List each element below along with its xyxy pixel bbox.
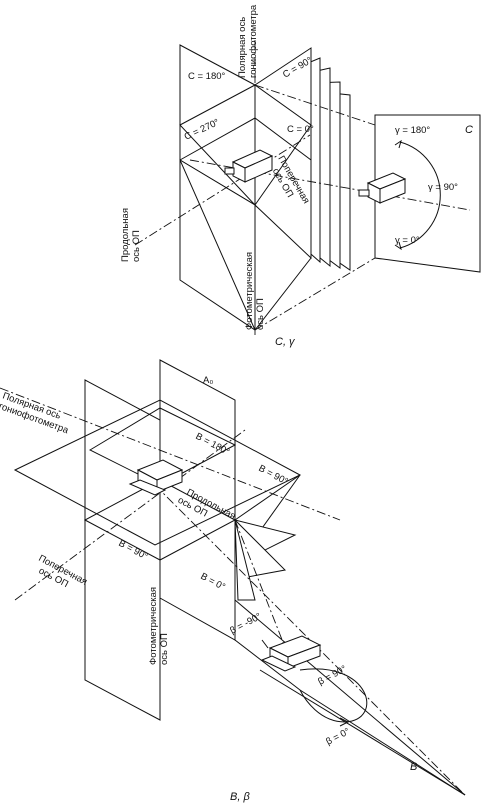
beta-arc <box>299 668 368 723</box>
c-gamma-figure <box>134 40 481 335</box>
bottom-polar-axis-line <box>0 387 341 521</box>
top-polar-axis-label: Полярная ось гониофотометра <box>237 4 259 78</box>
label-beta-90: β = 90° <box>316 663 348 687</box>
label-gamma-0: γ = 0° <box>395 235 420 246</box>
label-c180: C = 180° <box>188 71 226 82</box>
plane-b-top <box>88 407 237 486</box>
bottom-projection-line <box>154 484 466 796</box>
top-longitudinal-axis-label: Продольная ось ОП <box>120 205 142 262</box>
label-c0: C = 0° <box>287 124 314 135</box>
gamma-arc-arrow-top <box>394 139 402 149</box>
luminaire-bottom-right <box>260 635 322 672</box>
label-beta-0: β = 0° <box>324 726 352 748</box>
plane-b-rotated-edge <box>259 669 466 796</box>
b-beta-figure <box>0 359 466 796</box>
b-fan-4 <box>234 519 256 601</box>
bottom-polar-axis-label: Полярная ось гониофотометра <box>0 390 74 436</box>
luminaire-right <box>358 172 407 204</box>
c-plane-rotated <box>374 114 481 273</box>
caption-c-gamma: C, γ <box>275 336 296 348</box>
label-a0: A₀ <box>203 375 213 386</box>
label-gamma-90: γ = 90° <box>428 182 458 193</box>
plane-b-rotated <box>234 598 466 796</box>
bottom-transverse-axis-line <box>14 429 246 601</box>
longitudinal-axis-line <box>134 134 311 246</box>
label-plane-b: B <box>410 761 417 773</box>
gamma-arc <box>399 141 441 249</box>
c-plane-c270-c0 <box>179 84 312 206</box>
c-plane-front <box>179 117 312 331</box>
luminaire-bottom-center <box>128 459 184 496</box>
projection-line-top <box>254 84 376 126</box>
plane-b-left <box>84 379 161 721</box>
beta-arrow-up <box>261 639 269 649</box>
gamma-arc-arrow-bottom <box>394 241 402 251</box>
projection-line-bottom <box>254 257 376 331</box>
bottom-photometric-axis-label: Фотометрическая ось ОП <box>148 584 170 665</box>
label-gamma-180: γ = 180° <box>395 125 430 136</box>
label-plane-c: C <box>465 124 473 136</box>
bottom-transverse-axis-label: Поперечная ось ОП <box>31 553 91 599</box>
label-b90-left: B = 90° <box>117 538 150 563</box>
beta-arrow-right <box>339 717 350 727</box>
luminaire-center <box>224 149 274 183</box>
top-photometric-axis-label: Фотометрическая ось ОП <box>244 249 266 330</box>
caption-b-beta: B, β <box>230 791 250 803</box>
bottom-projection-line-2 <box>234 519 291 661</box>
